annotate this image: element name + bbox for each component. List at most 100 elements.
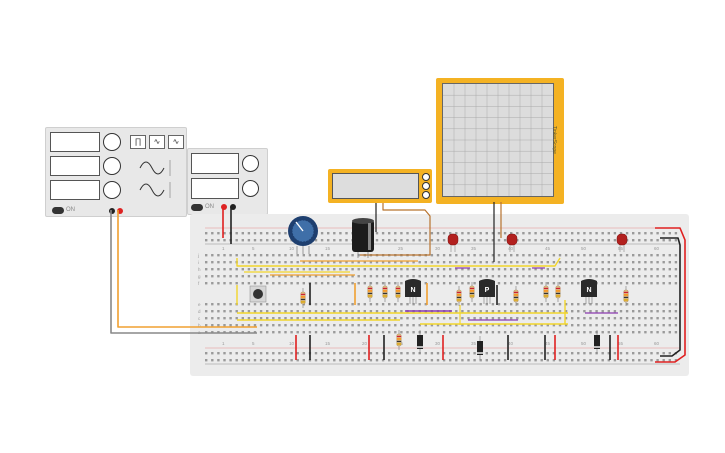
breadboard-hole — [400, 352, 403, 355]
fg-wire-gray — [110, 210, 257, 334]
amplitude-knob[interactable] — [103, 157, 121, 175]
breadboard-hole — [272, 359, 275, 362]
fg-output-jack-pos[interactable] — [117, 208, 123, 214]
col-number-top: 15 — [325, 246, 331, 251]
breadboard-hole — [339, 275, 342, 278]
breadboard-hole — [320, 261, 324, 264]
breadboard-hole — [540, 359, 543, 362]
breadboard-hole — [284, 331, 287, 334]
breadboard-hole — [479, 275, 482, 278]
offset-knob[interactable] — [103, 181, 121, 199]
breadboard-hole — [400, 359, 403, 362]
breadboard-hole — [552, 324, 556, 327]
breadboard-hole — [430, 282, 434, 285]
breadboard-hole — [357, 310, 360, 313]
breadboard-hole — [327, 331, 330, 334]
breadboard-hole — [473, 268, 476, 271]
multimeter-button-1[interactable] — [422, 173, 430, 181]
breadboard-hole — [650, 324, 653, 327]
breadboard-hole — [211, 275, 214, 278]
potentiometer — [288, 216, 318, 254]
fg-power-switch[interactable] — [52, 207, 64, 214]
breadboard-hole — [625, 310, 629, 313]
breadboard-hole — [314, 261, 318, 264]
breadboard-hole — [467, 268, 470, 271]
breadboard-hole — [571, 232, 574, 235]
breadboard-hole — [406, 275, 409, 278]
ps-power-switch[interactable] — [191, 204, 203, 211]
breadboard-hole — [388, 331, 391, 334]
breadboard-hole — [516, 359, 519, 362]
breadboard-hole — [241, 254, 244, 257]
breadboard-hole — [625, 352, 629, 355]
breadboard-hole — [558, 303, 562, 306]
breadboard-hole — [613, 261, 617, 264]
breadboard-hole — [272, 324, 275, 327]
breadboard-hole — [455, 275, 458, 278]
ps-jack-neg[interactable] — [230, 204, 236, 210]
breadboard-hole — [302, 352, 305, 355]
sine-wave-button[interactable]: ∿ — [149, 135, 165, 149]
rail-wire-red — [655, 227, 686, 363]
breadboard-hole — [266, 261, 269, 264]
breadboard-hole — [345, 331, 348, 334]
breadboard-hole — [564, 282, 568, 285]
breadboard-hole — [284, 239, 287, 242]
breadboard-hole — [412, 324, 415, 327]
breadboard-hole — [412, 261, 415, 264]
breadboard-hole — [503, 317, 507, 320]
breadboard-hole — [546, 275, 549, 278]
breadboard-hole — [412, 359, 415, 362]
breadboard-hole — [278, 317, 281, 320]
breadboard-hole — [503, 261, 507, 264]
ps-jack-pos[interactable] — [221, 204, 227, 210]
breadboard-hole — [375, 239, 379, 242]
breadboard-hole — [412, 352, 415, 355]
breadboard-hole — [241, 275, 244, 278]
breadboard-hole — [333, 232, 336, 235]
voltage-knob[interactable] — [242, 155, 259, 172]
square-wave-button[interactable]: ∏ — [130, 135, 146, 149]
breadboard-hole — [601, 359, 604, 362]
breadboard-hole — [412, 268, 415, 271]
multimeter-button-3[interactable] — [422, 191, 430, 199]
breadboard-hole — [436, 268, 440, 271]
breadboard-hole — [278, 331, 281, 334]
current-knob[interactable] — [242, 180, 259, 197]
breadboard-hole — [302, 331, 305, 334]
breadboard-hole — [339, 282, 342, 285]
breadboard-hole — [223, 254, 226, 257]
breadboard-hole — [589, 261, 592, 264]
breadboard-hole — [259, 331, 263, 334]
breadboard-hole — [394, 232, 397, 235]
breadboard-hole — [607, 359, 610, 362]
breadboard-hole — [296, 268, 299, 271]
breadboard-hole — [223, 232, 226, 235]
breadboard-hole — [259, 352, 263, 355]
breadboard-hole — [266, 268, 269, 271]
breadboard-hole — [217, 310, 220, 313]
row-letter: d — [198, 309, 201, 314]
breadboard-hole — [205, 310, 208, 313]
breadboard-hole — [473, 310, 476, 313]
breadboard-hole — [638, 232, 641, 235]
col-number-bottom: 1 — [222, 341, 225, 346]
breadboard-hole — [546, 317, 549, 320]
freq-knob[interactable] — [103, 133, 121, 151]
breadboard-hole — [656, 324, 659, 327]
breadboard-hole — [503, 239, 507, 242]
breadboard-hole — [589, 317, 592, 320]
waveform-icons — [139, 160, 171, 198]
breadboard-hole — [491, 268, 495, 271]
breadboard-hole — [302, 254, 305, 257]
breadboard-hole — [302, 303, 305, 306]
multimeter-button-2[interactable] — [422, 182, 430, 190]
breadboard-hole — [235, 282, 238, 285]
breadboard-hole — [595, 352, 598, 355]
breadboard-hole — [388, 352, 391, 355]
fg-output-jack-neg[interactable] — [109, 208, 115, 214]
triangle-wave-button[interactable]: ∿ — [168, 135, 184, 149]
breadboard-hole — [625, 324, 629, 327]
transistor: N — [581, 279, 597, 304]
breadboard-hole — [607, 310, 610, 313]
